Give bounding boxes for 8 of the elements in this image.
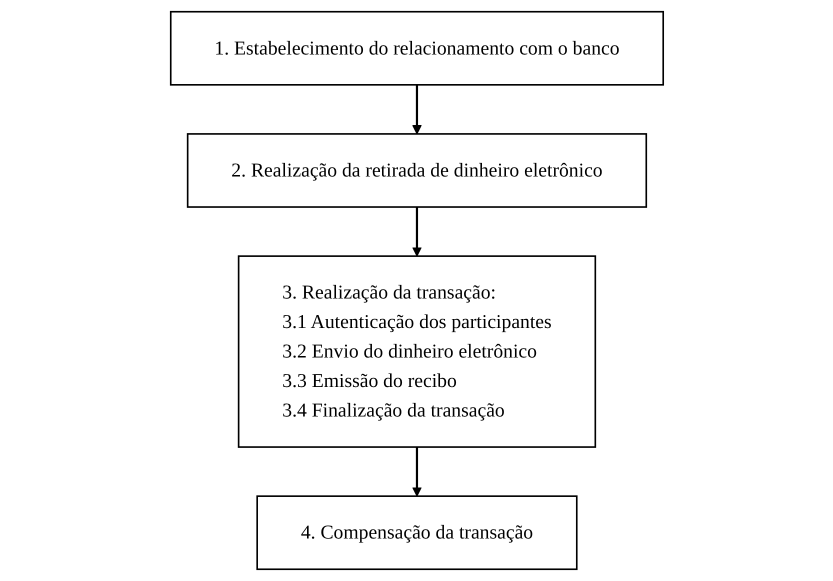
node-box xyxy=(256,495,578,570)
node-box xyxy=(237,255,596,448)
arrow xyxy=(412,84,422,134)
arrow xyxy=(412,207,422,257)
node-box xyxy=(169,10,664,86)
arrow xyxy=(412,447,422,497)
node-box xyxy=(186,133,647,208)
flowchart: 1. Estabelecimento do relacionamento com o banco 2. Realização da retirada de dinheiro eletrônico 3. Realização da transação: 3.1 Autenticação dos participantes 3.2 Envio do dinheiro eletrônico 3.3 Emissão do recibo 3.4 Finalização da transação 4. Compensação da transação xyxy=(162,3,672,578)
